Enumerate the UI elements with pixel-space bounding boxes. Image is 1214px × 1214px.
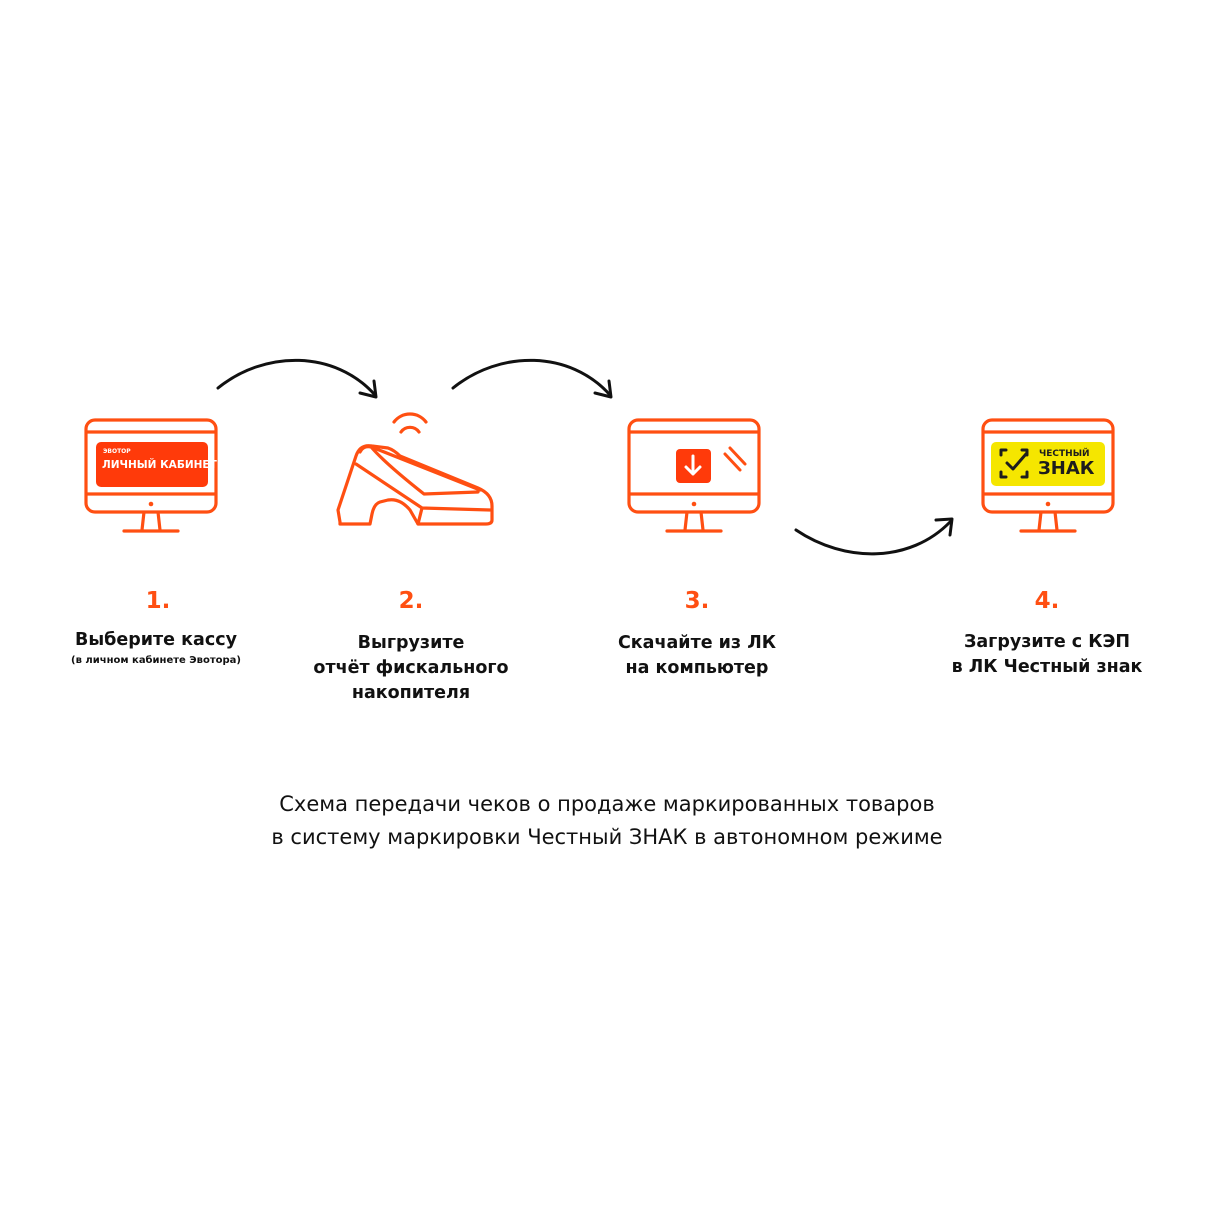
step-3-number: 3. [684,588,710,614]
step-3-title: Скачайте из ЛК на компьютер [557,631,837,681]
personal-cabinet-label: ЛИЧНЫЙ КАБИНЕТ [102,459,217,471]
arrow-step2-to-step3-icon [451,358,613,399]
arrow-step3-to-step4-icon [794,517,954,556]
step-3-title-line: на компьютер [625,658,769,678]
arrow-step1-to-step2-icon [216,358,378,399]
monitor-download-icon [627,418,763,536]
caption-line-1: Схема передачи чеков о продаже маркирова… [279,792,935,816]
znak-label: ЗНАК [1038,458,1095,479]
step-1-title: Выберите кассу [16,628,296,653]
step-4-title: Загрузите с КЭП в ЛК Честный знак [907,630,1187,680]
step-2-title-line: накопителя [351,683,471,703]
monitor-chestny-znak-icon: ЧЕСТНЫЙ ЗНАК [981,418,1117,536]
step-1-note: (в личном кабинете Эвотора) [71,655,241,666]
step-4-title-line: Загрузите с КЭП [963,632,1131,652]
step-2-title-line: Выгрузите [357,633,465,653]
step-4-title-line: в ЛК Честный знак [951,657,1143,677]
chestny-label: ЧЕСТНЫЙ [1039,449,1090,459]
step-4-number: 4. [1034,588,1060,614]
monitor-evotor-cabinet-icon: ЭВОТОР ЛИЧНЫЙ КАБИНЕТ [84,418,220,536]
step-2-title: Выгрузите отчёт фискального накопителя [271,631,551,706]
step-2-title-line: отчёт фискального [313,658,509,678]
caption-line-2: в систему маркировки Честный ЗНАК в авто… [271,825,943,849]
cash-register-wireless-icon [330,410,500,530]
evotor-brand-label: ЭВОТОР [103,448,131,455]
step-1-title-line: Выберите кассу [75,630,237,650]
step-1-number: 1. [145,588,171,614]
step-3-title-line: Скачайте из ЛК [617,633,777,653]
diagram-caption: Схема передачи чеков о продаже маркирова… [0,788,1214,854]
step-2-number: 2. [398,588,424,614]
